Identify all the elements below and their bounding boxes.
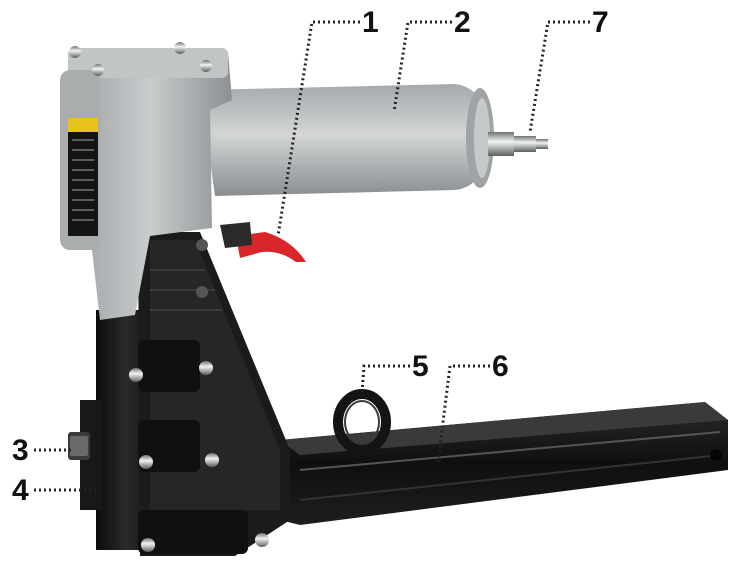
callout-2: 2 [454, 6, 471, 39]
callout-4: 4 [12, 474, 29, 507]
front-plate [129, 232, 290, 556]
leader-line-1 [276, 20, 360, 237]
leader-line-7 [528, 20, 590, 133]
warning-label [68, 118, 98, 236]
leader-line-6 [436, 364, 490, 463]
callout-6: 6 [492, 350, 509, 383]
trigger [220, 222, 306, 262]
callout-1: 1 [362, 6, 379, 39]
guide-ring [333, 389, 391, 455]
magazine-rail [280, 402, 728, 525]
callout-7: 7 [592, 6, 609, 39]
callout-5: 5 [412, 350, 429, 383]
leader-lines [34, 20, 590, 492]
handle [200, 84, 494, 196]
adjustment-knob [68, 432, 90, 460]
callout-3: 3 [12, 434, 29, 467]
leader-line-5 [360, 364, 410, 395]
air-inlet [488, 132, 548, 156]
